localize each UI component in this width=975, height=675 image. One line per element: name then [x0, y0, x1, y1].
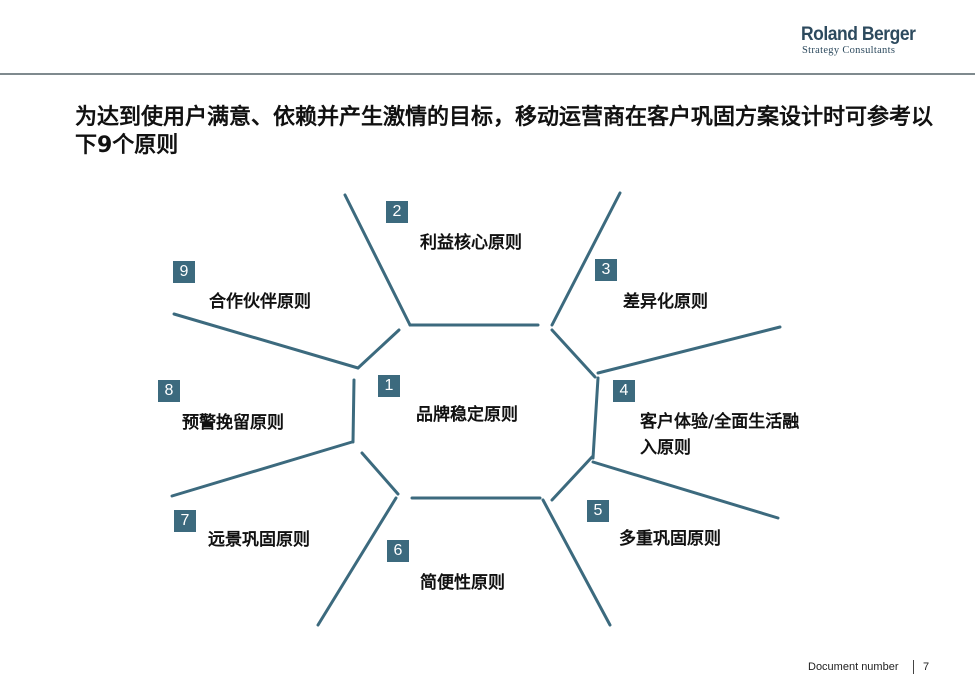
principle-3-badge: 3	[595, 259, 617, 281]
octagon-edge	[360, 451, 400, 496]
header-divider	[0, 73, 975, 75]
principle-5-badge: 5	[587, 500, 609, 522]
spoke-line	[596, 325, 782, 375]
principle-2-badge: 2	[386, 201, 408, 223]
octagon-edge	[550, 455, 594, 502]
spoke-line	[343, 193, 412, 327]
principle-1-label: 品牌稳定原则	[416, 405, 518, 425]
principle-2-label: 利益核心原则	[420, 233, 522, 253]
principle-3-label: 差异化原则	[623, 292, 708, 312]
principle-4-label: 客户体验/全面生活融入原则	[640, 412, 800, 458]
principle-9-badge: 9	[173, 261, 195, 283]
spoke-line	[541, 498, 612, 627]
octagon-edge	[591, 376, 600, 460]
principle-9-label: 合作伙伴原则	[209, 292, 311, 312]
octagon-edge	[356, 328, 401, 370]
spoke-line	[550, 191, 622, 327]
logo-sub-text: Strategy Consultants	[802, 45, 896, 56]
principle-8-badge: 8	[158, 380, 180, 402]
slide-title: 为达到使用户满意、依赖并产生激情的目标，移动运营商在客户巩固方案设计时可参考以下…	[75, 105, 934, 158]
spoke-line	[591, 460, 780, 520]
principle-5-label: 多重巩固原则	[619, 529, 721, 549]
footer-separator	[913, 660, 914, 674]
footer-page-number: 7	[923, 661, 930, 673]
principle-6-badge: 6	[387, 540, 409, 562]
logo-main-text: Roland Berger	[801, 24, 916, 45]
principle-1-badge: 1	[378, 375, 400, 397]
principle-7-badge: 7	[174, 510, 196, 532]
octagon-edge	[550, 328, 597, 379]
footer-document-label: Document number	[808, 661, 899, 673]
octagon-edge	[351, 378, 356, 444]
spoke-line	[316, 496, 398, 627]
spoke-line	[172, 312, 360, 370]
spoke-line	[170, 440, 354, 498]
principle-7-label: 远景巩固原则	[208, 530, 310, 550]
principle-8-label: 预警挽留原则	[182, 413, 284, 433]
principle-6-label: 简便性原则	[420, 573, 505, 593]
principle-4-badge: 4	[613, 380, 635, 402]
